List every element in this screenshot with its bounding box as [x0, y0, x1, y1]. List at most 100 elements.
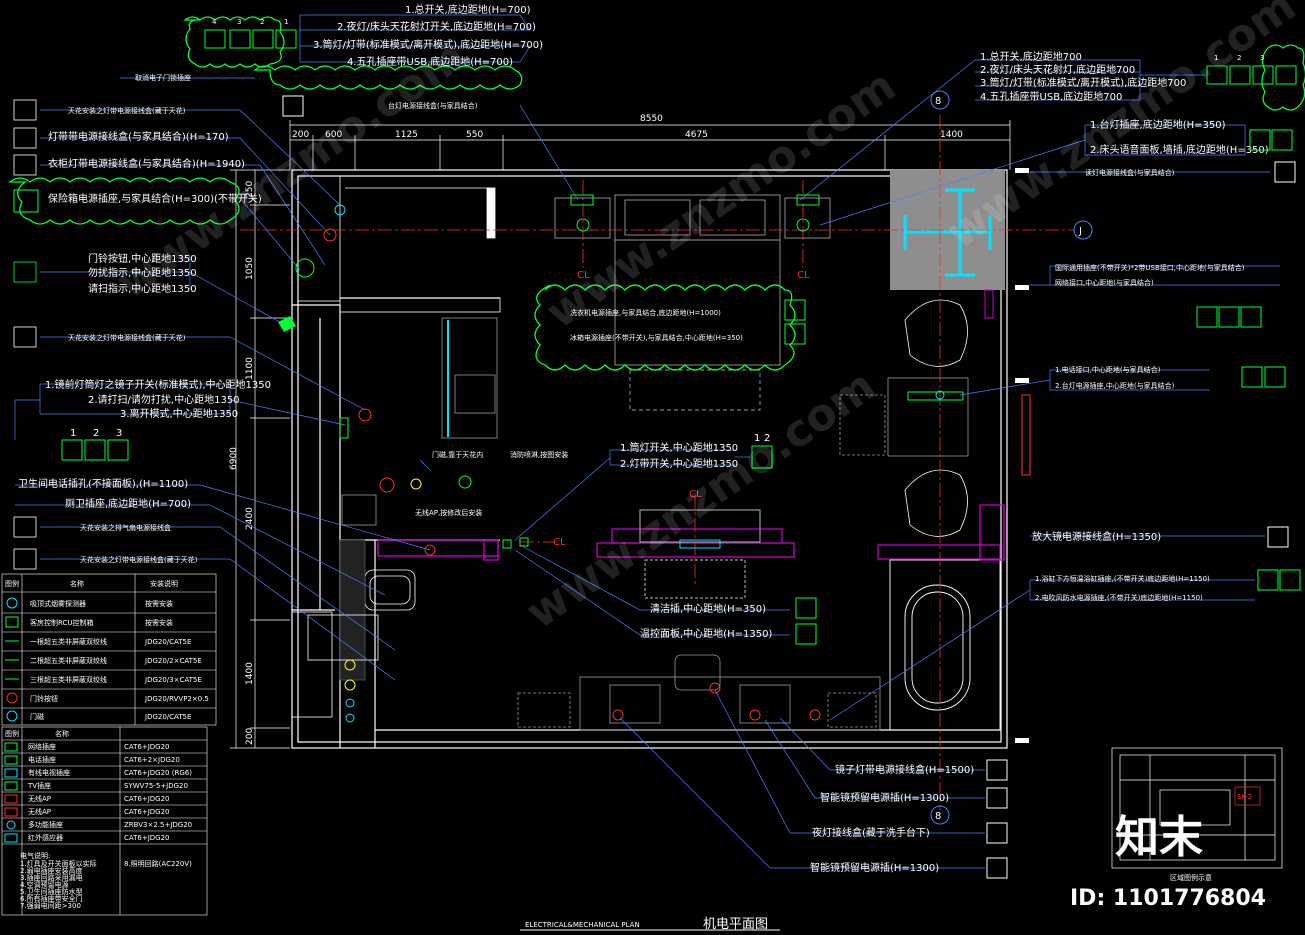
legend-sub-row-4-name: 无线AP: [28, 794, 51, 803]
legend-note-3: 4.空调预留电源: [20, 880, 69, 889]
axis-bottom-label: 8: [935, 811, 941, 822]
cleaning-socket-callout: 清洁插,中心距地(H=350): [650, 602, 766, 615]
doorbell-icon: [278, 316, 296, 332]
device-symbols: [295, 194, 964, 723]
cl-label-2: CL: [797, 270, 810, 281]
entry-switch-callout-2: 2.灯带开关,中心距地1350: [620, 457, 738, 470]
left-switch-num-2: 2: [93, 428, 99, 439]
legend-sub-row-6-note: ZRBV3×2.5+JDG20: [124, 821, 192, 829]
dim-left-5: 200: [245, 728, 255, 745]
reading-lamp-callout: 读灯电源接线盒(与家具结合): [1085, 168, 1175, 177]
revision-cloud-top: [253, 65, 523, 90]
bath-callout-2: 2.电吹风防水电源插座,(不带开关)底边距地(H=1150): [1035, 593, 1203, 602]
diagonal-watermark-2: www.znzmo.com: [517, 360, 885, 639]
dim-left-3: 2400: [245, 507, 255, 530]
legend-sub-header-0: 图例: [5, 729, 19, 738]
key-plan-tag: SK-2: [1237, 793, 1252, 801]
left-leaders: [14, 109, 431, 681]
left-switch-panel: [61, 439, 129, 461]
key-plan: [1111, 747, 1283, 869]
legend-sub-symbols: [4, 742, 18, 843]
bath-callout-1: 1.浴缸下方恒温浴缸插座,(不带开关)底边距地(H=1150): [1035, 574, 1210, 583]
smoke-callout: 消防喷淋,按图安装: [510, 450, 568, 459]
legend-row-6-note: JDG20/CAT5E: [144, 713, 191, 721]
top-left-num-1: 1: [284, 18, 288, 26]
legend-sub-row-5-note: CAT6+JDG20: [124, 808, 170, 816]
top-dimensions: [289, 120, 1011, 170]
watermark-logo: 知末: [1115, 812, 1203, 863]
left-lower-callout-1: 卫生间电话插孔(不接面板),(H=1100): [18, 477, 188, 490]
left-switch-item-1: 1.镜前灯筒灯之镜子开关(标准模式),中心距地1350: [45, 378, 271, 391]
desk-lamp-box-icon: [282, 95, 304, 117]
legend-row-2-note: JDG20/CAT5E: [144, 638, 191, 646]
temp-panel-icon: [795, 623, 817, 645]
legend-symbols: [5, 597, 19, 722]
electronic-lock-note: 取消电子门锁插座: [135, 73, 191, 82]
top-left-item-2: 2.夜灯/床头天花射灯开关,底边距地(H=700): [337, 20, 536, 33]
axis-top-label: 8: [935, 96, 941, 107]
key-plan-caption: 区域图例示意: [1170, 873, 1212, 882]
top-left-item-1: 1.总开关,底边距地(H=700): [405, 3, 531, 16]
safe-socket-icon: [13, 189, 39, 213]
top-left-item-3: 3.筒灯/灯带(标准模式/离开模式),底边距地(H=700): [313, 38, 543, 51]
top-left-switch-panel: [204, 29, 297, 49]
legend-note-1: 2.弱电插座安装高度: [20, 866, 83, 875]
dim-left-total: 6900: [229, 447, 239, 470]
vanity: [517, 654, 881, 731]
desk-panel-icons: [1196, 306, 1262, 328]
reading-lamp-box-icon: [1274, 161, 1296, 183]
desk-lamp-note: 台灯电源接线盒(与家具结合): [388, 101, 478, 110]
top-left-num-2: 2: [260, 18, 264, 26]
legend-sub-row-4-note: CAT6+JDG20: [124, 795, 170, 803]
left-callout-4: 保险箱电源插座,与家具结合(H=300)(不带开关): [48, 192, 262, 205]
legend-header-0: 图例: [5, 579, 19, 588]
legend-sub-row-7-name: 红外感应器: [28, 833, 63, 842]
left-lower-callout-3: 天花安装之排气扇电源接线盒: [80, 523, 171, 532]
toilet: [291, 317, 498, 718]
top-right-num-2: 2: [1237, 54, 1241, 62]
bath-socket-icon-2: [1279, 569, 1301, 591]
legend-sub-header-1: 名称: [55, 729, 69, 738]
legend-row-4-note: JDG20/3×CAT5E: [144, 676, 202, 684]
top-right-switch-panel: [1206, 65, 1297, 85]
top-right-item-3: 3.筒灯/灯带(标准模式/离开模式),底边距地700: [980, 76, 1186, 89]
legend-header-1: 名称: [70, 579, 84, 588]
entry-switch-panel: [751, 445, 773, 469]
top-right-item-1: 1.总开关,底边距地700: [980, 50, 1082, 63]
dim-top-2: 1125: [395, 130, 418, 140]
revision-cloud-safe: [8, 177, 240, 225]
right-leaders: [819, 124, 1280, 721]
bedside-socket-icon-2: [784, 323, 806, 345]
legend-sub-row-7-note: CAT6+JDG20: [124, 834, 170, 842]
cl-label-1: CL: [577, 270, 590, 281]
bottom-callout-3: 夜灯接线盒(藏于洗手台下): [812, 826, 930, 839]
entry-switch-num-2: 2: [764, 433, 770, 444]
legend-note-7: 8.照明回路(AC220V): [124, 859, 192, 868]
sofa-socket-icon: [1264, 366, 1286, 388]
top-right-num-1: 1: [1214, 54, 1218, 62]
left-callout-2: 灯带带电源接线盒(与家具结合)(H=170): [48, 130, 229, 143]
right-wall-markers: [979, 168, 1031, 743]
dim-top-total: 8550: [640, 114, 663, 124]
entry-switch-num-1: 1: [754, 433, 760, 444]
cl-label-4: CL: [553, 537, 566, 548]
dim-left-2: 1100: [245, 357, 255, 380]
bed-side-socket-icon: [1249, 129, 1271, 151]
shower-symbol: [903, 188, 992, 277]
legend-row-6-name: 门磁: [30, 712, 44, 721]
title-en: ELECTRICAL&MECHANICAL PLAN: [525, 921, 640, 929]
bottom-callout-1: 镜子灯带电源接线盒(H=1500): [835, 763, 974, 776]
watermark-id: ID: 1101776804: [1070, 886, 1266, 911]
dim-top-1: 600: [325, 130, 342, 140]
left-switch-num-1: 1: [70, 428, 76, 439]
bottom-callout-boxes: [986, 759, 1008, 879]
dim-top-5: 1400: [940, 130, 963, 140]
bedside-socket-2: 冰箱电源插座(不带开关),与家具结合,中心距地(H=350): [570, 333, 743, 342]
legend-note-0: 1.灯具及开关面板以实际: [20, 859, 97, 868]
bed-side-callout-1: 1.台灯插座,底边距地(H=350): [1090, 118, 1226, 131]
bath-counter-return: [483, 539, 499, 561]
legend-note-5: 6.所有插座带安全门: [20, 894, 83, 903]
cl-label-3: CL: [689, 489, 702, 500]
left-callout-5: 门铃按钮,中心距地1350: [88, 252, 197, 265]
